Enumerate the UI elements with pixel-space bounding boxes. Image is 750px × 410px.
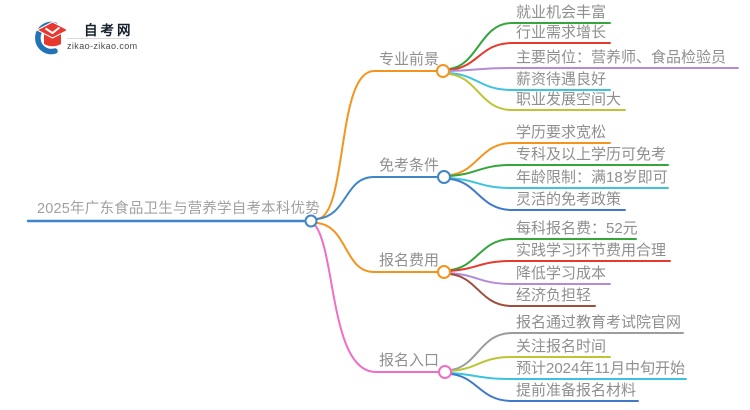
edge-branch-4-child-4 [450,373,639,402]
branch-4-child-1-label[interactable]: 报名通过教育考试院官网 [516,314,682,331]
edge-branch-2-child-2 [449,164,669,177]
node-circle-branch-1[interactable] [436,64,450,78]
edge-branch-2-child-1 [449,142,611,176]
branch-3-child-4-label[interactable]: 经济负担轻 [516,287,592,304]
node-circle-branch-4[interactable] [438,365,452,379]
branch-1-child-4-label[interactable]: 薪资待遇良好 [516,71,607,88]
branch-2-label[interactable]: 免考条件 [379,157,440,174]
edge-root-branch-2 [316,176,439,220]
branch-4-child-2-label[interactable]: 关注报名时间 [516,338,607,355]
branch-2-child-4-label[interactable]: 灵活的免考政策 [516,191,622,208]
branch-1-label[interactable]: 专业前景 [379,51,440,68]
edge-branch-1-child-3 [448,67,739,72]
branch-1-child-5-label[interactable]: 职业发展空间大 [516,91,622,108]
node-circle-branch-3[interactable] [437,265,451,279]
branch-2-child-1-label[interactable]: 学历要求宽松 [516,124,607,141]
branch-4-label[interactable]: 报名入口 [379,352,440,369]
logo-divider [67,38,129,39]
edge-branch-3-child-2 [449,260,671,272]
logo-title: 自考网 [84,23,134,38]
branch-4-child-3-label[interactable]: 预计2024年11月中旬开始 [516,360,685,377]
edge-branch-4-child-2 [450,356,611,372]
graduation-cap-icon [35,21,66,55]
branch-1-child-1-label[interactable]: 就业机会丰富 [516,4,607,21]
edge-branch-1-child-4 [448,72,611,91]
branch-2-child-3-label[interactable]: 年龄限制：满18岁即可 [516,169,668,186]
logo-domain: zikao-zikao.com [67,41,138,51]
edge-branch-2-child-3 [449,177,669,189]
branch-3-child-1-label[interactable]: 每科报名费：52元 [516,220,638,237]
branch-2-child-2-label[interactable]: 专科及以上学历可免考 [516,146,667,163]
edge-branch-1-child-1 [448,22,611,70]
node-circle-branch-2[interactable] [437,170,451,184]
site-logo[interactable]: 自考网 zikao-zikao.com [28,17,158,62]
branch-1-child-2-label[interactable]: 行业需求增长 [516,24,607,41]
edge-branch-1-child-2 [448,42,611,71]
branch-3-child-2-label[interactable]: 实践学习环节费用合理 [516,242,667,259]
edge-branch-4-child-1 [450,332,684,371]
edge-root-branch-3 [316,222,439,273]
root-node-label[interactable]: 2025年广东食品卫生与营养学自考本科优势 [37,201,320,217]
edge-root-branch-4 [314,224,440,373]
node-circle-root[interactable] [304,214,318,228]
edge-branch-4-child-3 [450,372,687,380]
branch-4-child-4-label[interactable]: 提前准备报名材料 [516,382,637,399]
edge-root-branch-1 [316,70,438,220]
edge-branch-3-child-3 [449,272,611,285]
branch-1-child-3-label[interactable]: 主要岗位：营养师、食品检验员 [516,49,727,66]
edge-branch-2-child-4 [449,178,626,211]
branch-3-label[interactable]: 报名费用 [379,252,440,269]
branch-3-child-3-label[interactable]: 降低学习成本 [516,265,607,282]
edge-branch-1-child-5 [448,73,626,111]
edge-branch-3-child-1 [449,238,637,271]
edge-branch-3-child-4 [449,273,596,307]
